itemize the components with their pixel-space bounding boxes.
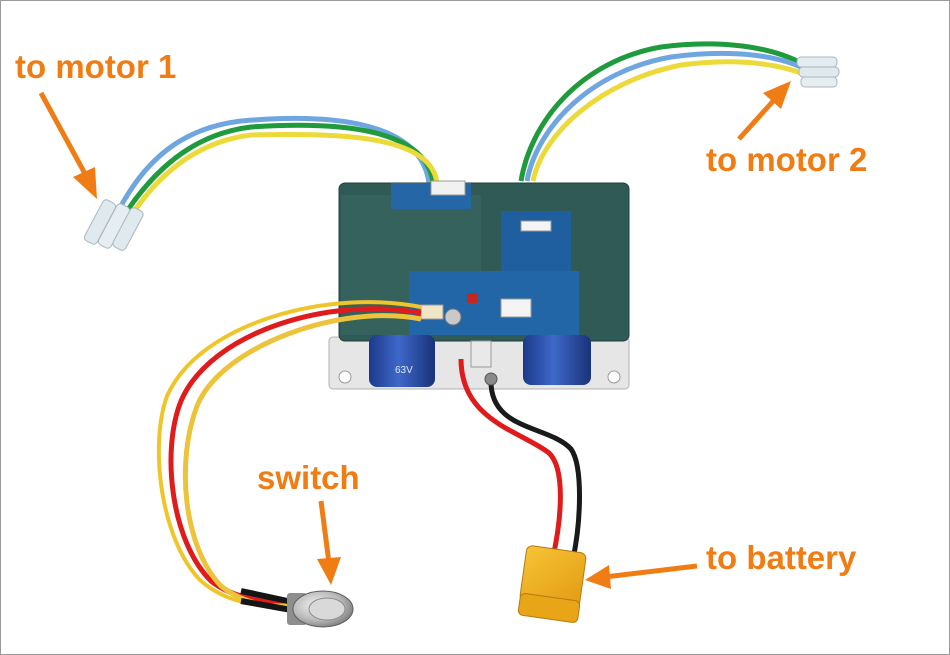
motor2-label: to motor 2 bbox=[706, 141, 868, 178]
switch-label: switch bbox=[257, 459, 360, 496]
motor2-terminals bbox=[796, 56, 840, 88]
capacitor-label: 63V bbox=[395, 365, 413, 376]
switch-button bbox=[287, 590, 354, 628]
motor1-arrow bbox=[38, 91, 97, 199]
switch-wires bbox=[156, 300, 422, 614]
motor1-wires bbox=[118, 115, 440, 215]
battery-label: to battery bbox=[706, 539, 857, 576]
battery-wires bbox=[458, 358, 582, 560]
battery-arrow bbox=[585, 563, 698, 589]
capacitors bbox=[369, 335, 591, 387]
motor1-terminals bbox=[83, 199, 144, 251]
motor2-arrow bbox=[737, 81, 791, 141]
motor1-label: to motor 1 bbox=[15, 48, 177, 85]
motor2-wires bbox=[518, 41, 808, 182]
switch-arrow bbox=[317, 500, 341, 585]
battery-connector bbox=[517, 545, 587, 623]
